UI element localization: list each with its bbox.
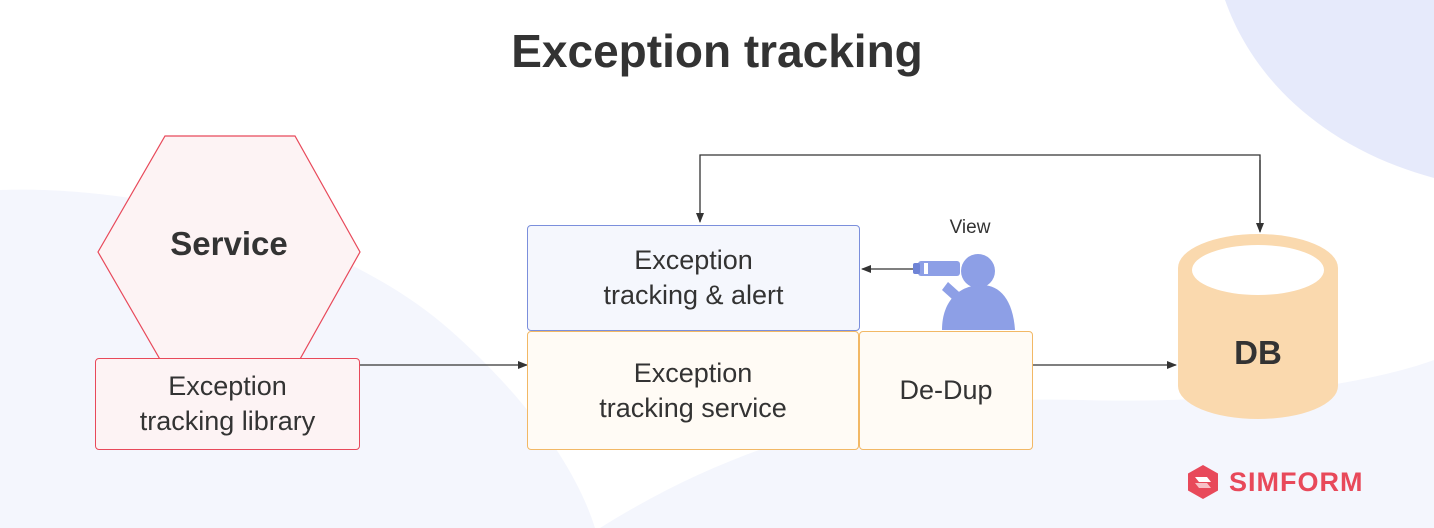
exception-tracking-alert-box: Exception tracking & alert <box>527 225 860 331</box>
simform-logo: SIMFORM <box>1185 464 1364 500</box>
simform-logo-icon <box>1188 465 1218 499</box>
tracking-service-label-line2: tracking service <box>599 392 787 423</box>
dedup-box: De-Dup <box>859 331 1033 450</box>
exception-tracking-service-box: Exception tracking service <box>527 331 859 450</box>
viewer-icon <box>913 254 1015 330</box>
alert-label-line1: Exception <box>634 245 753 275</box>
exception-tracking-library-box: Exception tracking library <box>95 358 360 450</box>
alert-label-line2: tracking & alert <box>603 280 784 310</box>
service-label: Service <box>170 225 288 262</box>
tracking-service-label-line1: Exception <box>633 357 753 388</box>
view-label: View <box>949 217 991 238</box>
dedup-label: De-Dup <box>899 375 993 405</box>
db-label: DB <box>1234 334 1282 371</box>
diagram-title: Exception tracking <box>511 25 923 77</box>
simform-logo-text: SIMFORM <box>1229 466 1364 497</box>
db-cylinder <box>1178 234 1338 419</box>
library-label-line1: Exception <box>168 371 287 401</box>
library-label-line2: tracking library <box>139 406 316 436</box>
